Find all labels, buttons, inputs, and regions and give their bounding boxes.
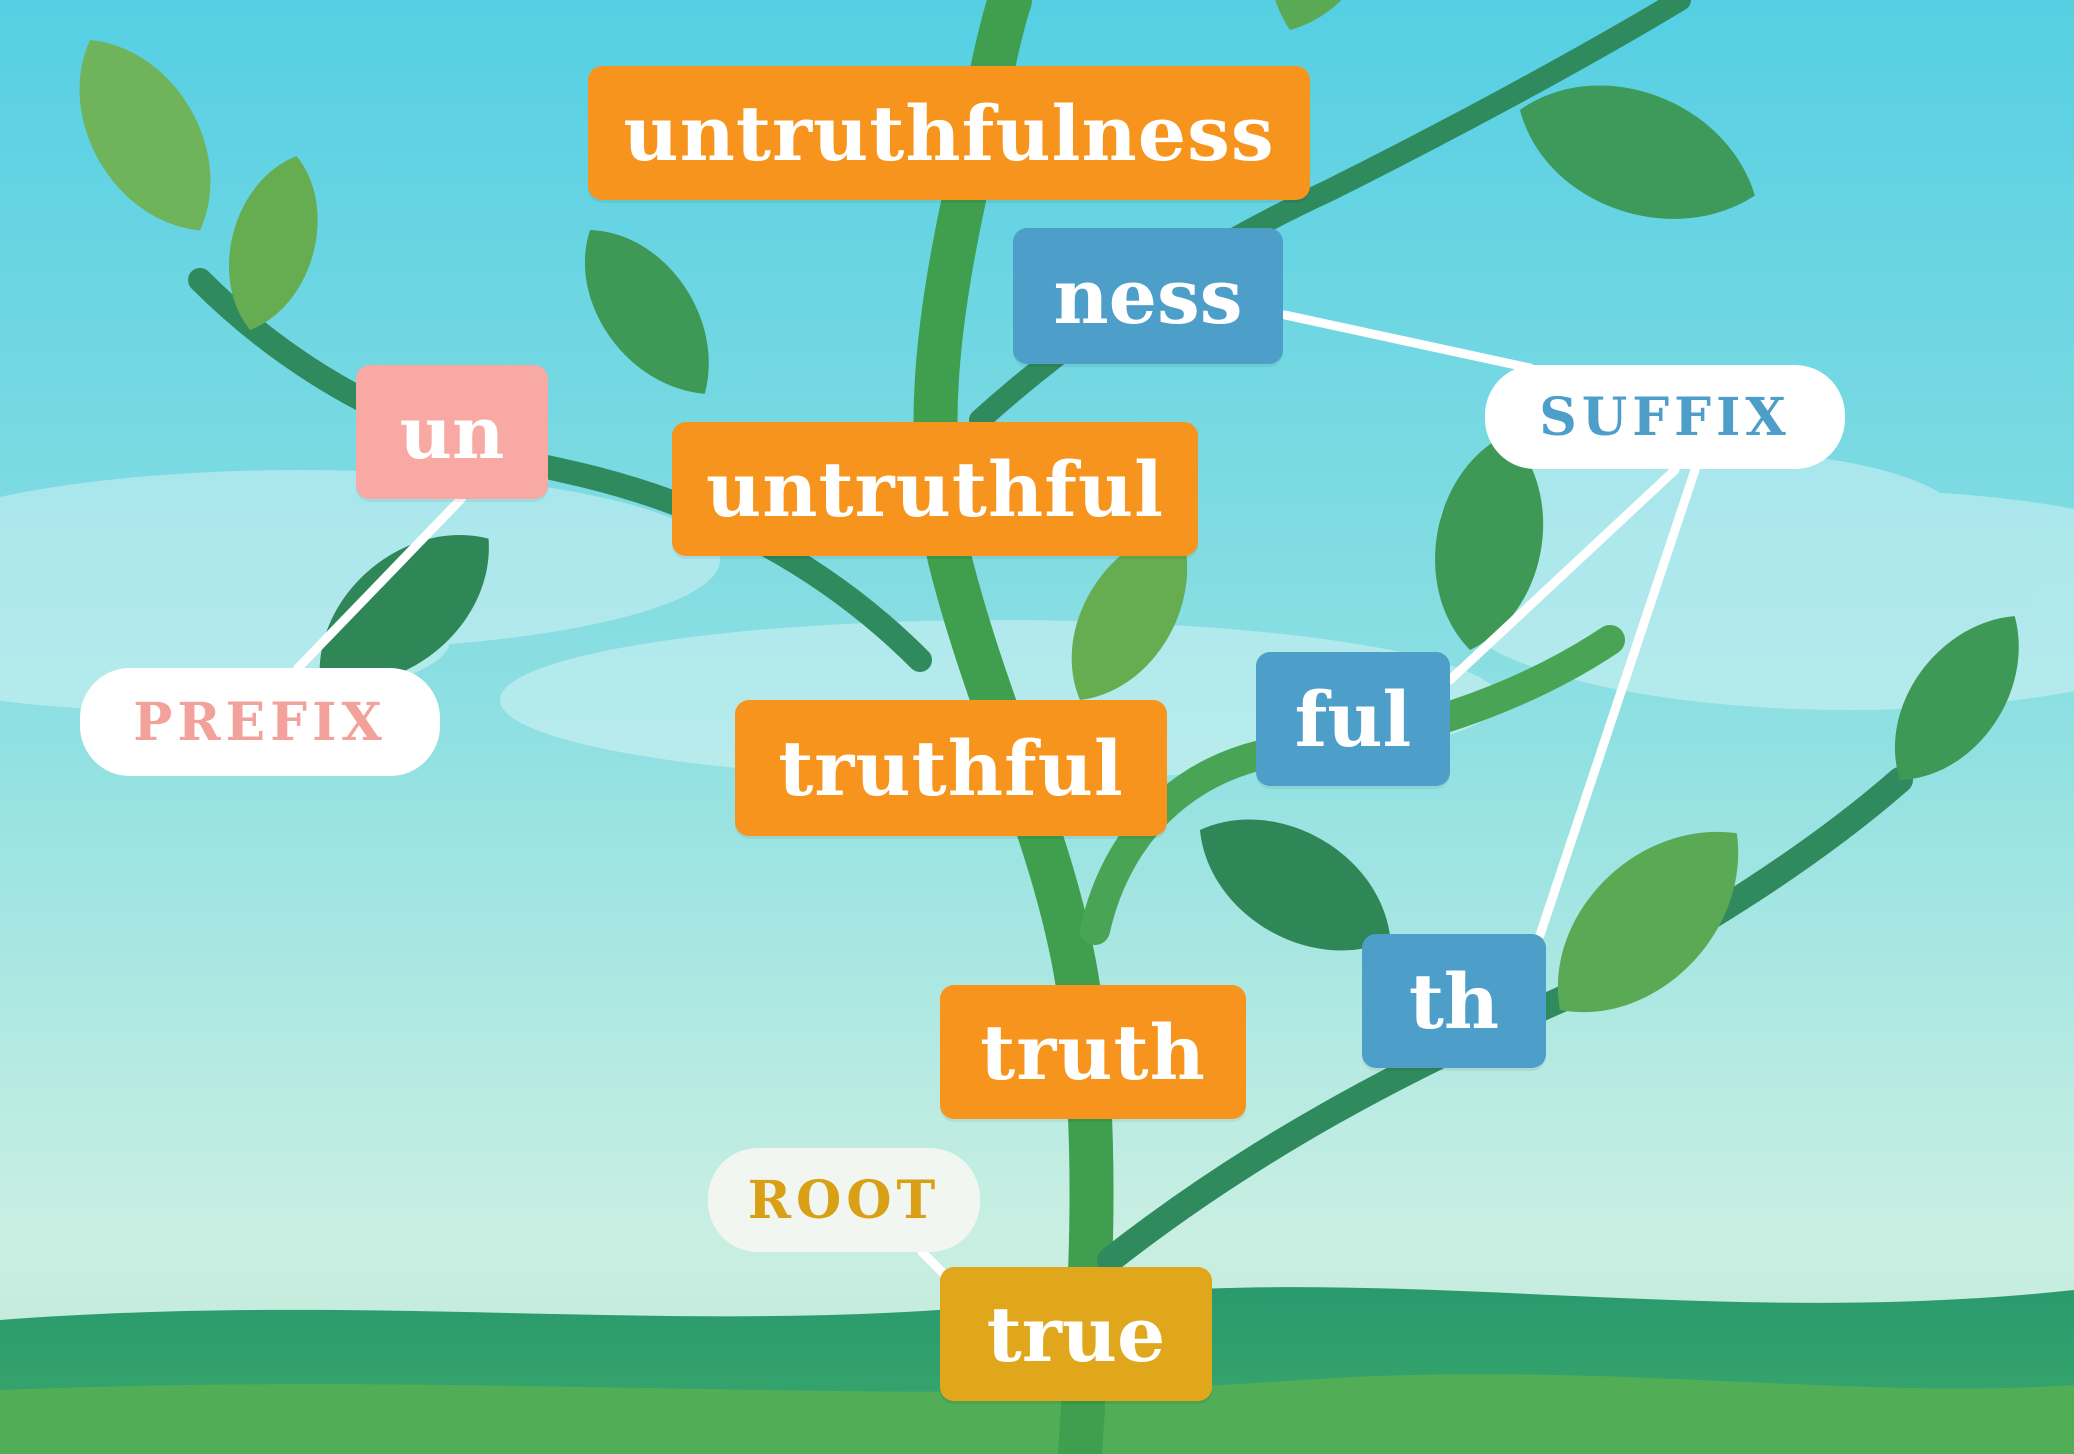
ground-front	[0, 1374, 2074, 1454]
prefix-un: un	[356, 365, 548, 499]
ness-to-suffix-line	[1280, 310, 1535, 373]
un-to-prefix-line	[293, 493, 467, 673]
suffix-th: th	[1362, 934, 1546, 1068]
root-label: ROOT	[708, 1148, 980, 1252]
suffix-ness: ness	[1013, 228, 1283, 364]
word-truth: truth	[940, 985, 1246, 1119]
word-truthful: truthful	[735, 700, 1167, 836]
leaves	[79, 0, 2019, 1012]
suffix-to-th-line	[1535, 465, 1700, 940]
branch-un	[188, 268, 932, 672]
prefix-label: PREFIX	[80, 668, 440, 776]
suffix-label: SUFFIX	[1485, 365, 1845, 469]
word-true-root: true	[940, 1267, 1212, 1401]
suffix-to-ful-line	[1445, 465, 1680, 685]
word-untruthful: untruthful	[672, 422, 1198, 556]
connector-lines	[293, 310, 1700, 1280]
root-to-true-line	[917, 1247, 950, 1280]
suffix-ful: ful	[1256, 652, 1450, 786]
word-untruthfulness: untruthfulness	[588, 66, 1310, 200]
